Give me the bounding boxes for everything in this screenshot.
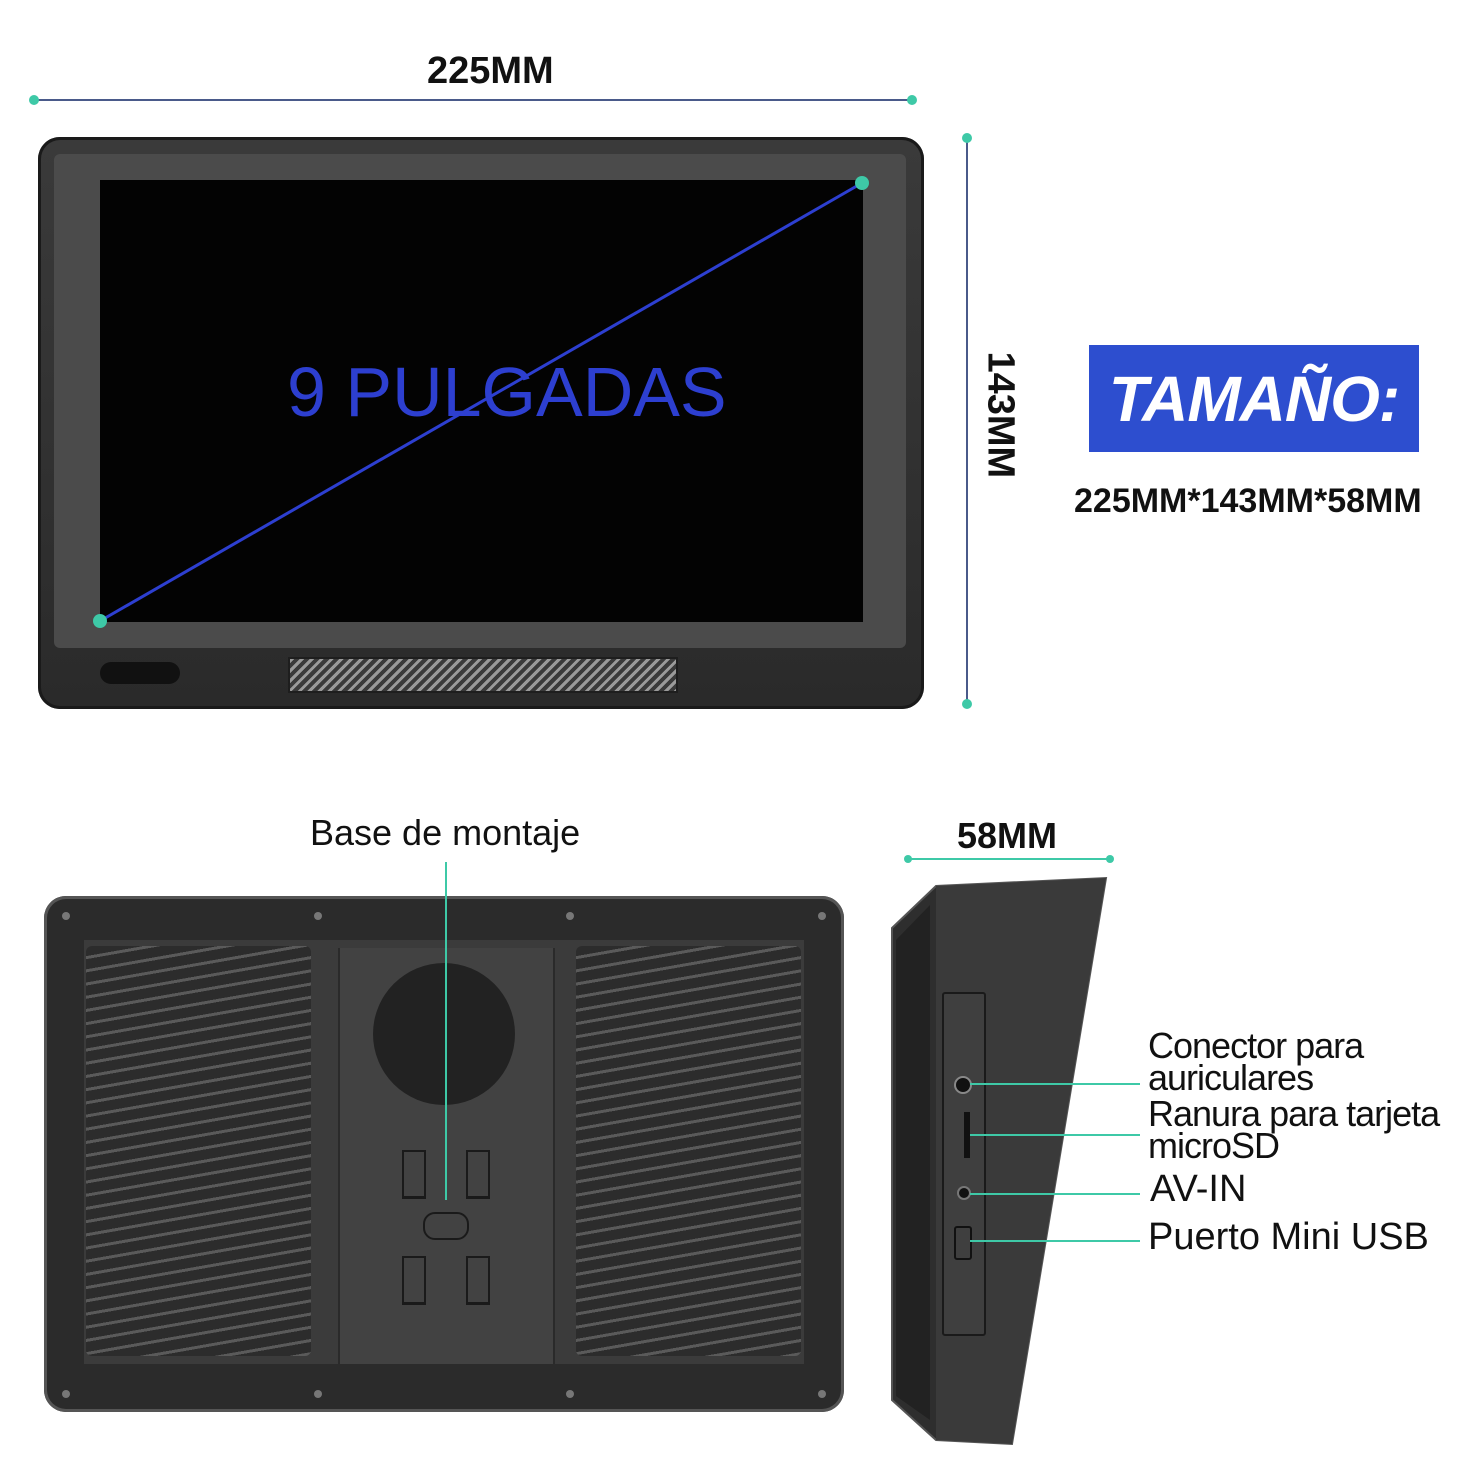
mount-hook (466, 1256, 490, 1305)
right-vent (576, 946, 801, 1356)
height-dimension-top-dot (962, 133, 972, 143)
width-dimension-end-dot (907, 95, 917, 105)
height-dimension-bottom-dot (962, 699, 972, 709)
port-label-mini-usb: Puerto Mini USB (1148, 1216, 1429, 1258)
mount-hook (466, 1150, 490, 1199)
mount-circle (373, 963, 515, 1105)
microsd-slot (964, 1112, 970, 1158)
port-label-headphone: Conector para auriculares (1148, 1025, 1364, 1098)
port-label-av-in: AV-IN (1150, 1168, 1247, 1210)
screw (566, 912, 574, 920)
width-dimension-start-dot (29, 95, 39, 105)
screw (314, 912, 322, 920)
screen-size-label: 9 PULGADAS (287, 353, 727, 431)
screw (62, 1390, 70, 1398)
mini-usb-port (954, 1226, 972, 1260)
side-port-panel (942, 992, 986, 1336)
depth-dimension-line (908, 858, 1110, 860)
size-badge: TAMAÑO: (1089, 345, 1419, 452)
screen-diagonal (93, 176, 869, 628)
headphone-jack (954, 1076, 972, 1094)
av-in-jack (957, 1186, 971, 1200)
depth-dimension-label: 58MM (957, 815, 1058, 856)
height-dimension-line (966, 138, 968, 704)
screw (314, 1390, 322, 1398)
width-dimension-label: 225MM (427, 50, 554, 92)
mount-pointer-line (445, 862, 447, 1200)
mini-usb-pointer-line (970, 1240, 1140, 1242)
screw (818, 1390, 826, 1398)
depth-dimension-start-dot (904, 855, 912, 863)
screw (818, 912, 826, 920)
microsd-pointer-line (970, 1134, 1140, 1136)
screw (566, 1390, 574, 1398)
av-in-pointer-line (970, 1193, 1140, 1195)
mount-keyhole (423, 1212, 469, 1240)
mount-hook (402, 1150, 426, 1199)
depth-dimension-end-dot (1106, 855, 1114, 863)
width-dimension-line (34, 99, 912, 101)
size-badge-value: 225MM*143MM*58MM (1074, 482, 1422, 520)
mount-hook (402, 1256, 426, 1305)
front-speaker-grill (288, 657, 678, 693)
ir-sensor (100, 662, 180, 684)
screw (62, 912, 70, 920)
size-badge-title: TAMAÑO: (1108, 362, 1400, 435)
left-vent (86, 946, 311, 1356)
headphone-pointer-line (970, 1083, 1140, 1085)
mount-base-label: Base de montaje (310, 812, 581, 853)
port-label-microsd: Ranura para tarjeta microSD (1148, 1093, 1440, 1166)
